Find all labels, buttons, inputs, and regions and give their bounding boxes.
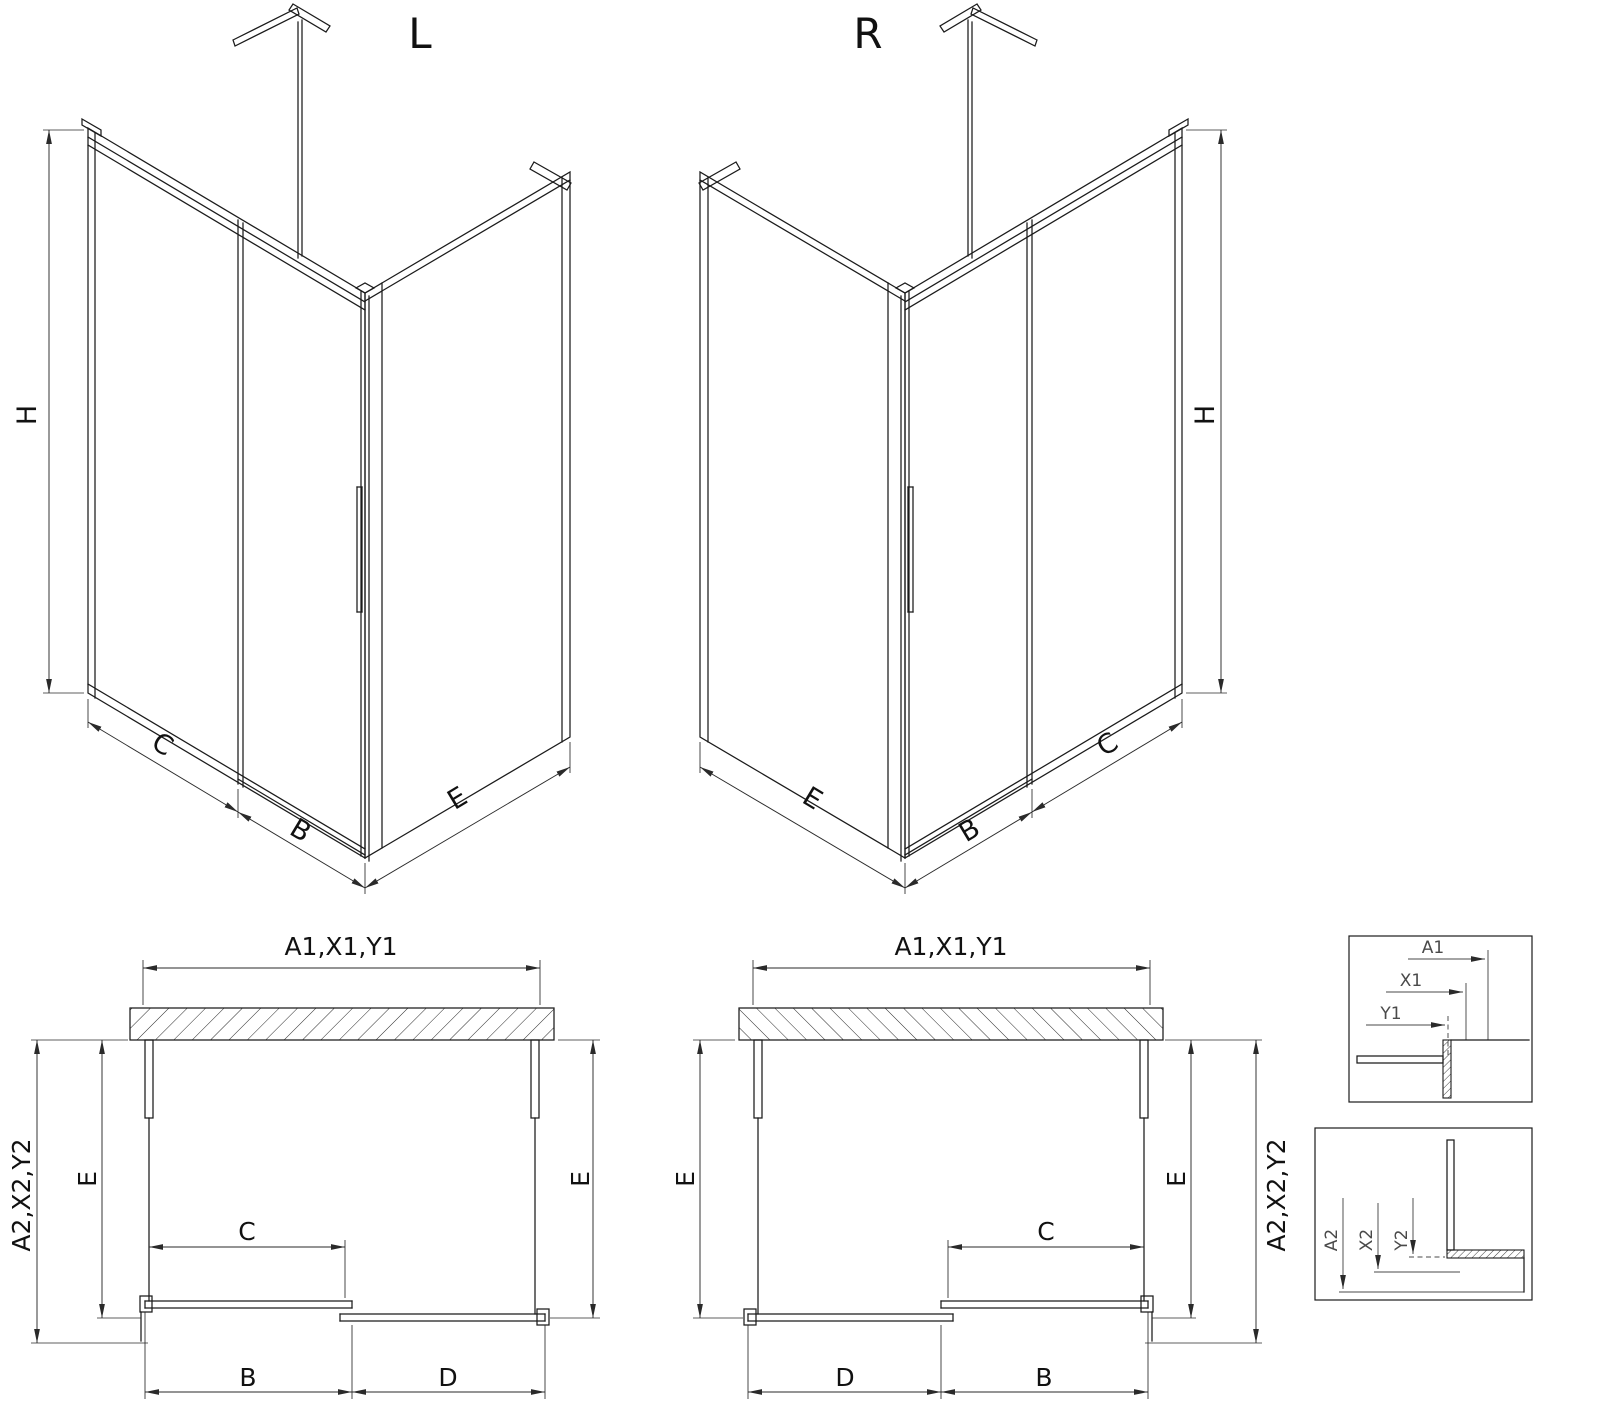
plan-view-left [31, 960, 600, 1399]
plan-right-dim-a1: A1,X1,Y1 [894, 932, 1007, 961]
plan-left-dim-a2: A2,X2,Y2 [7, 1138, 36, 1251]
variant-title-right: R [853, 9, 882, 58]
dim-label-e-right: E [797, 781, 828, 816]
plan-left-dim-e-right: E [566, 1171, 595, 1187]
detail-box-top [1348, 935, 1533, 1103]
dim-label-c-right: C [1092, 727, 1124, 763]
detail-bottom-dim-y2: Y2 [1392, 1229, 1412, 1251]
detail-top-dim-a1: A1 [1422, 938, 1444, 958]
plan-right-dim-e-left: E [671, 1171, 700, 1187]
detail-top-dim-x1: X1 [1400, 971, 1422, 991]
plan-right-dim-e-right: E [1162, 1171, 1191, 1187]
plan-left-dim-e-left: E [73, 1171, 102, 1187]
dim-label-h-right: H [1190, 405, 1221, 425]
detail-bottom-dim-a2: A2 [1322, 1229, 1342, 1251]
dim-label-b-left: B [284, 813, 316, 849]
variant-title-left: L [408, 9, 432, 58]
plan-right-dim-a2: A2,X2,Y2 [1262, 1138, 1291, 1251]
plan-left-dim-d: D [438, 1363, 457, 1392]
detail-bottom-dim-x2: X2 [1357, 1229, 1377, 1251]
dim-label-e-left: E [442, 781, 473, 816]
plan-left-dim-a1: A1,X1,Y1 [284, 932, 397, 961]
plan-left-dim-c: C [238, 1217, 255, 1246]
detail-top-dim-y1: Y1 [1379, 1004, 1401, 1024]
detail-box-bottom [1314, 1127, 1533, 1301]
plan-right-dim-d: D [835, 1363, 854, 1392]
iso-view-left [43, 4, 571, 894]
plan-right-dim-b: B [1035, 1363, 1052, 1392]
dim-label-b-right: B [954, 813, 986, 849]
iso-view-right [699, 4, 1227, 894]
plan-left-dim-b: B [239, 1363, 256, 1392]
plan-right-dim-c: C [1037, 1217, 1054, 1246]
dim-label-h-left: H [12, 405, 43, 425]
